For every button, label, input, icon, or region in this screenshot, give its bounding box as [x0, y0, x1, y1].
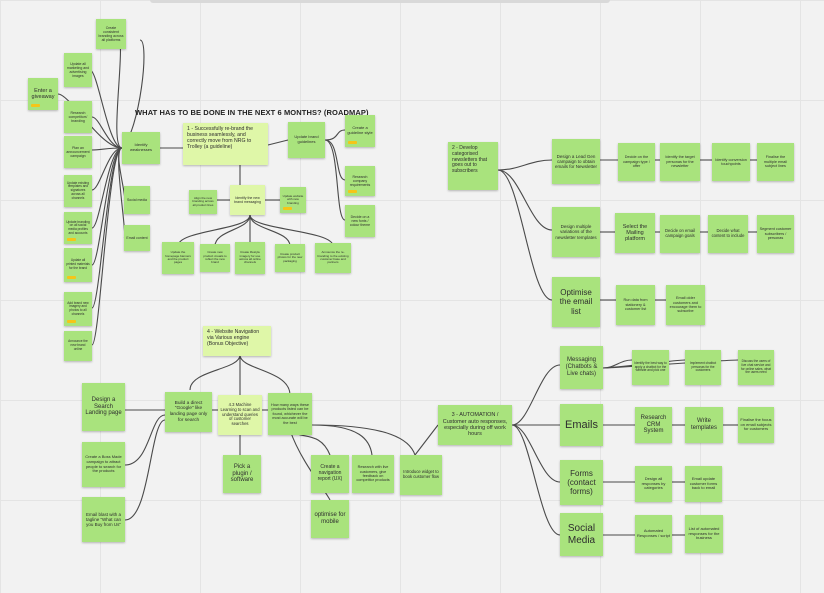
goal-note-rebrand[interactable]: 1 - Successfully re-brand the business s… — [183, 123, 268, 165]
sticky-note[interactable]: Align the new branding across all produc… — [189, 190, 217, 214]
sticky-note[interactable]: Pick a plugin / software — [223, 455, 261, 493]
sticky-note[interactable]: List of automated responses for the busi… — [685, 515, 723, 553]
sticky-note[interactable]: Update website with new branding — [280, 187, 306, 213]
sticky-note[interactable]: Create a navigation report (UX) — [311, 455, 349, 493]
sticky-note[interactable]: Design a Search Landing page — [82, 383, 125, 431]
sticky-note[interactable]: Add brand new imagery and photos to all … — [64, 292, 92, 326]
sticky-note[interactable]: Email update customer forms back to emai… — [685, 466, 722, 502]
board-title: WHAT HAS TO BE DONE IN THE NEXT 6 MONTHS… — [135, 108, 369, 117]
sticky-note[interactable]: Plan an announcement campaign — [64, 136, 92, 168]
sticky-note[interactable]: Research competitors' branding — [64, 101, 92, 133]
sticky-note[interactable]: Research CRM System — [635, 407, 672, 443]
sticky-note[interactable]: Identify conversion touchpoints — [712, 143, 750, 181]
sticky-note[interactable]: Finalise the focus on email subjects for… — [738, 407, 774, 443]
sticky-note[interactable]: How many ways these products listed can … — [268, 393, 312, 435]
sticky-note[interactable]: Update branding on all social media prof… — [64, 212, 92, 244]
sticky-note[interactable]: Design all responses by categories — [635, 466, 672, 502]
sticky-note-update-guidelines[interactable]: Update brand guidelines — [288, 122, 325, 158]
sticky-note[interactable]: Introduce widget to book customer flow — [400, 455, 442, 495]
sticky-note[interactable]: Create a Boss Made campaign to attract p… — [82, 442, 125, 487]
sticky-note[interactable]: Finalise the multiple email subject line… — [757, 143, 794, 181]
sticky-note[interactable]: Create new product visuals to reflect th… — [200, 244, 230, 272]
sticky-note[interactable]: Update all printed materials for the bra… — [64, 248, 92, 282]
status-tag — [67, 238, 76, 241]
sticky-note[interactable]: Create consistent branding across all pl… — [96, 19, 126, 49]
sticky-note-messaging[interactable]: Messaging (Chatbots & Live chats) — [560, 346, 603, 389]
goal-note-automation[interactable]: 3 - AUTOMATION / Customer auto responses… — [438, 405, 512, 445]
sticky-note[interactable]: Automated Responses / script — [635, 515, 672, 553]
sticky-note[interactable]: Run data from stationery & customer list — [616, 285, 655, 325]
sticky-note[interactable]: Decide what content to include — [708, 215, 748, 253]
status-tag — [31, 104, 40, 107]
sticky-note[interactable]: Create lifestyle imagery for use across … — [235, 242, 265, 274]
status-tag — [348, 190, 357, 193]
sticky-note[interactable]: Enter a giveaway — [28, 78, 58, 110]
sticky-note[interactable]: Write templates — [685, 407, 723, 443]
top-toolbar-strip — [150, 0, 610, 3]
sticky-note[interactable]: Update all marketing and advertising ima… — [64, 53, 92, 87]
sticky-note[interactable]: Research company requirements — [345, 166, 375, 196]
sticky-note-emails[interactable]: Emails — [560, 404, 603, 446]
status-tag — [348, 141, 357, 144]
sticky-note[interactable]: Email older customers and encourage them… — [666, 285, 705, 325]
sticky-note-optimise-email[interactable]: Optimise the email list — [552, 277, 600, 327]
sticky-note-landing-page[interactable]: Build a direct "Google" like landing pag… — [165, 392, 212, 432]
sticky-note[interactable]: Discuss the users of live chat service a… — [738, 350, 774, 385]
sticky-note[interactable]: Update existing templates and signatures… — [64, 175, 92, 207]
sticky-note[interactable]: Implement chatbot personas for the custo… — [685, 350, 721, 385]
sticky-note-identify-weaknesses[interactable]: Identify weaknesses — [122, 132, 160, 164]
sticky-note-variations[interactable]: Design multiple variations of the newsle… — [552, 207, 600, 257]
sticky-note[interactable]: Decide on a new fonts / colour theme — [345, 205, 375, 237]
sticky-note[interactable]: Identify the best way to apply a chatbot… — [632, 350, 669, 385]
status-tag — [67, 320, 76, 323]
sticky-note-social-media[interactable]: Social Media — [560, 513, 603, 556]
sticky-note[interactable]: Identify the new brand messaging — [230, 185, 265, 215]
sticky-note[interactable]: Announce the new brand online — [64, 331, 92, 361]
sticky-note[interactable]: optimise for mobile — [311, 500, 349, 538]
status-tag — [283, 207, 292, 210]
sticky-note[interactable]: Decide on the campaign type / offer — [618, 143, 655, 181]
sticky-note[interactable]: 4.3 Machine Learning to scan and underst… — [218, 395, 262, 435]
sticky-note[interactable]: Identify the target personas for the new… — [660, 143, 700, 181]
sticky-note[interactable]: Research with live customers, give feedb… — [352, 455, 394, 493]
sticky-note[interactable]: Email blast with a tagline "What can you… — [82, 497, 125, 542]
sticky-note[interactable]: Update the homepage banners and the prod… — [162, 242, 194, 274]
sticky-note[interactable]: Announce the re-branding to the existing… — [315, 243, 351, 273]
sticky-note[interactable]: Select the Mailing platform — [615, 213, 655, 253]
sticky-note-forms[interactable]: Forms (contact forms) — [560, 460, 603, 505]
sticky-note-lead-gen[interactable]: Design a Lead Gen campaign to obtain ema… — [552, 139, 600, 184]
goal-note-website[interactable]: 4 - Website Navigation via Various engin… — [203, 326, 271, 356]
sticky-note[interactable]: Create product photos for the new packag… — [275, 244, 305, 272]
sticky-note[interactable]: Decide on email campaign goals — [660, 215, 700, 253]
sticky-note[interactable]: Create a guideline style — [345, 115, 375, 147]
status-tag — [67, 276, 76, 279]
goal-note-newsletter[interactable]: 2 - Develop categorised newsletters that… — [448, 142, 498, 190]
sticky-note[interactable]: Email content — [124, 225, 150, 251]
sticky-note[interactable]: Segment customer subscribers / personas — [757, 215, 794, 253]
sticky-note[interactable]: Social media — [124, 186, 150, 214]
